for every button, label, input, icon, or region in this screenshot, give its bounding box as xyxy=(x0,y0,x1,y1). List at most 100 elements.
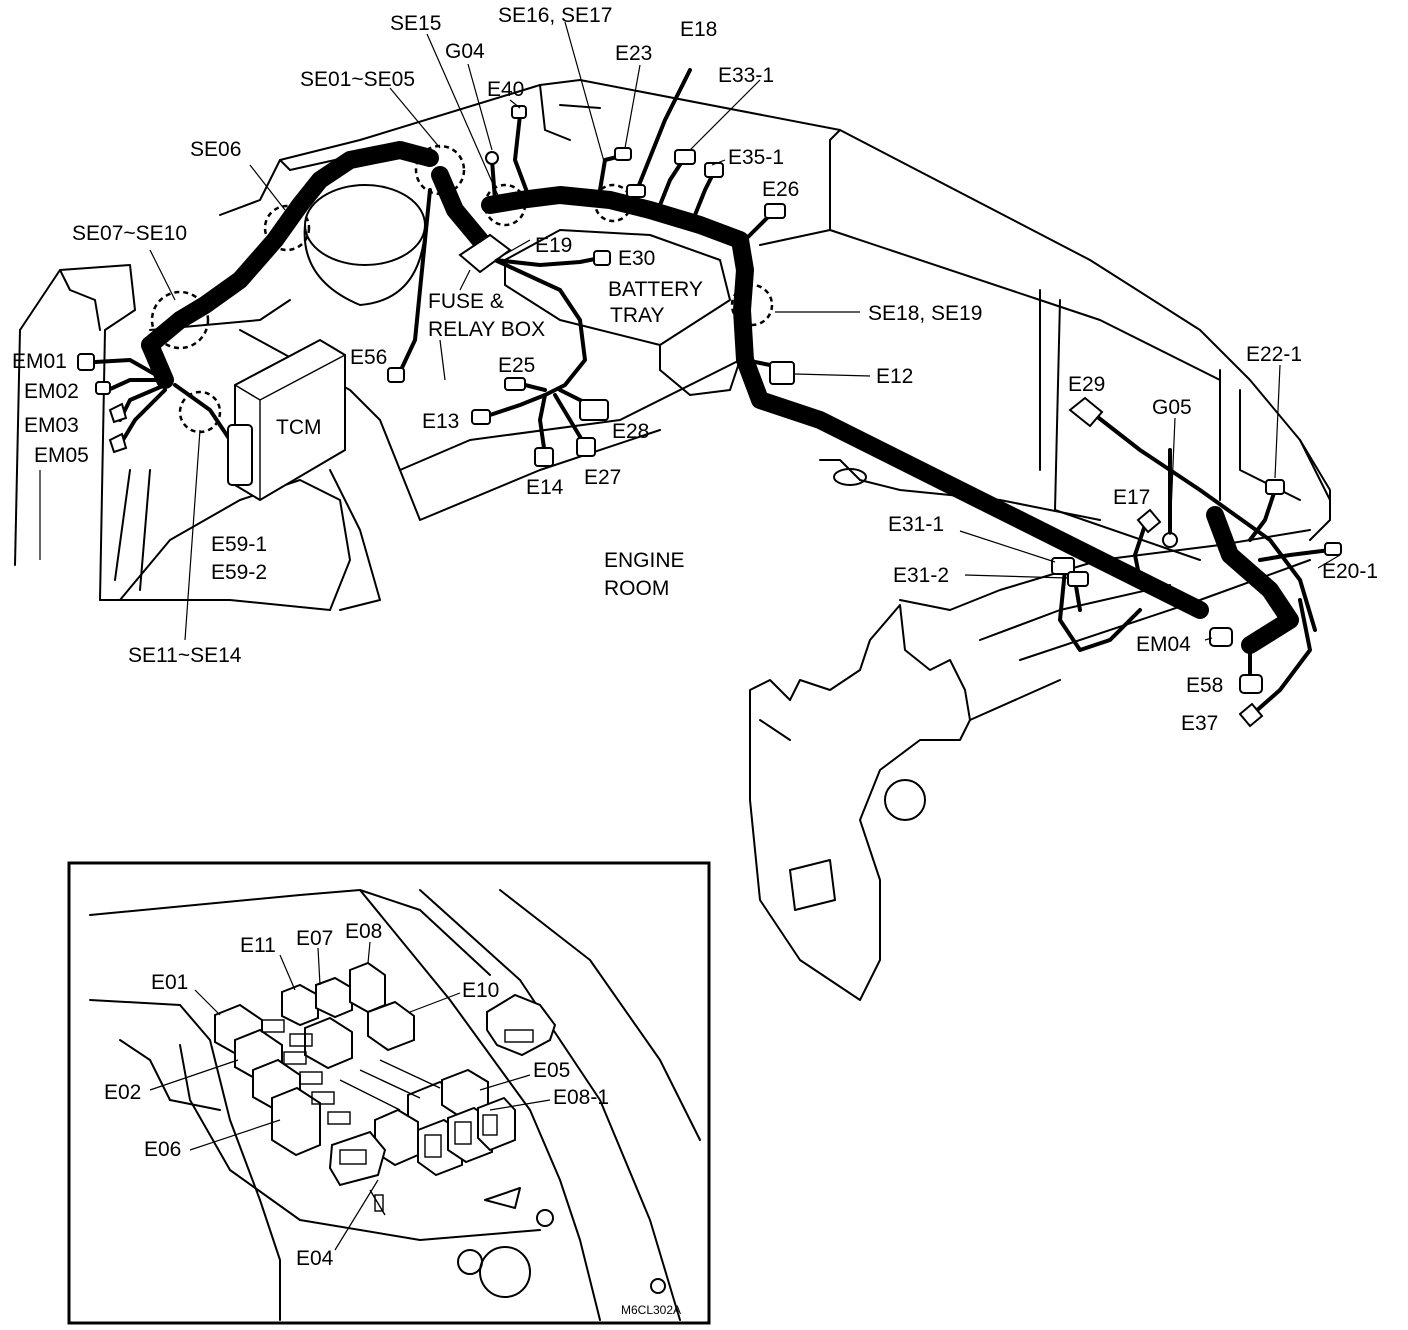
label-tcm: TCM xyxy=(276,416,322,439)
label-e20-1: E20-1 xyxy=(1322,560,1378,583)
label-em03: EM03 xyxy=(24,414,79,437)
main-harness xyxy=(141,141,1299,654)
connector-e58 xyxy=(1239,674,1263,694)
label-se16-se17: SE16, SE17 xyxy=(498,4,612,27)
label-e14: E14 xyxy=(526,476,564,499)
splice-se11-se14 xyxy=(178,390,222,434)
label-e18: E18 xyxy=(680,18,717,41)
connector-e56 xyxy=(387,367,405,383)
connector-e18 xyxy=(626,184,646,198)
label-em01: EM01 xyxy=(12,350,67,373)
splice-se16-se17 xyxy=(593,183,633,223)
label-e59-1: E59-1 xyxy=(211,533,267,556)
label-e13: E13 xyxy=(422,410,459,433)
fuse-relay-box xyxy=(458,233,512,274)
connector-e29 xyxy=(1068,396,1104,428)
connector-e22-1 xyxy=(1265,479,1285,495)
splice-se15 xyxy=(483,183,527,227)
label-e29: E29 xyxy=(1068,373,1105,396)
connector-em05 xyxy=(108,432,128,454)
label-g05: G05 xyxy=(1152,396,1192,419)
connector-e27 xyxy=(576,437,596,457)
connector-e17 xyxy=(1136,508,1162,534)
connector-e12 xyxy=(769,361,795,385)
label-e56: E56 xyxy=(350,346,387,369)
connector-e31-1 xyxy=(1051,557,1075,575)
connector-e30 xyxy=(593,250,611,266)
inset-label-e08-1: E08-1 xyxy=(553,1086,609,1109)
inset-label-e11: E11 xyxy=(240,934,276,957)
connector-em03 xyxy=(108,402,128,424)
connector-g05 xyxy=(1162,532,1178,548)
label-se11-se14: SE11~SE14 xyxy=(128,644,242,667)
relay-box-inset: E11 E07 E08 E01 E10 E05 E02 E08-1 E06 E0… xyxy=(67,861,711,1325)
relay-block-group xyxy=(214,961,666,1298)
connector-e14 xyxy=(534,447,554,467)
connector-e31-2 xyxy=(1067,571,1089,587)
inset-label-e08: E08 xyxy=(345,920,382,943)
inset-label-e10: E10 xyxy=(462,979,499,1002)
inset-label-e05: E05 xyxy=(533,1059,570,1082)
label-relay-box: RELAY BOX xyxy=(428,318,545,341)
label-tray: TRAY xyxy=(610,304,664,327)
label-e31-1: E31-1 xyxy=(888,513,944,536)
connector-em01 xyxy=(77,353,95,371)
connector-em04 xyxy=(1209,627,1233,647)
connector-em02 xyxy=(95,381,111,395)
label-e28: E28 xyxy=(612,420,649,443)
label-battery: BATTERY xyxy=(608,278,703,301)
label-em05: EM05 xyxy=(34,444,89,467)
label-g04: G04 xyxy=(445,40,485,63)
splice-markers xyxy=(150,144,774,434)
label-se06: SE06 xyxy=(190,138,241,161)
label-engine: ENGINE xyxy=(604,549,685,572)
connector-e37 xyxy=(1238,702,1264,728)
label-e23: E23 xyxy=(615,42,652,65)
figure-code: M6CL302A xyxy=(621,1303,681,1317)
connector-e59 xyxy=(227,424,253,486)
label-e25: E25 xyxy=(498,354,535,377)
main-labels: SE15 SE16, SE17 E18 G04 E23 SE01~SE05 E4… xyxy=(12,4,1378,735)
connector-e13 xyxy=(471,409,491,425)
label-e58: E58 xyxy=(1186,674,1223,697)
connector-e23 xyxy=(614,147,632,161)
label-e12: E12 xyxy=(876,365,913,388)
splice-se06 xyxy=(263,204,311,252)
label-e22-1: E22-1 xyxy=(1246,343,1302,366)
label-se15: SE15 xyxy=(390,12,441,35)
inset-label-e04: E04 xyxy=(296,1247,334,1270)
connector-e20-1 xyxy=(1324,542,1342,556)
label-se01-se05: SE01~SE05 xyxy=(300,68,415,91)
inset-label-e07: E07 xyxy=(296,927,333,950)
label-se18-se19: SE18, SE19 xyxy=(868,302,982,325)
splice-se07-se10 xyxy=(150,290,210,350)
label-em04: EM04 xyxy=(1136,633,1191,656)
inset-frame xyxy=(67,861,711,1325)
label-e27: E27 xyxy=(584,466,621,489)
label-e19: E19 xyxy=(535,234,572,257)
leader-lines xyxy=(39,21,1341,641)
label-e37: E37 xyxy=(1181,712,1218,735)
inset-label-e06: E06 xyxy=(144,1138,181,1161)
splice-se01-se05 xyxy=(414,144,466,196)
label-e31-2: E31-2 xyxy=(893,564,949,587)
connector-g04 xyxy=(485,151,499,165)
label-e33-1: E33-1 xyxy=(718,64,774,87)
label-e59-2: E59-2 xyxy=(211,561,267,584)
label-se07-se10: SE07~SE10 xyxy=(72,222,187,245)
connector-e40 xyxy=(511,105,527,119)
inset-label-e01: E01 xyxy=(151,971,188,994)
label-e26: E26 xyxy=(762,178,799,201)
components xyxy=(77,105,1342,728)
connector-e35-1 xyxy=(704,162,724,178)
label-room: ROOM xyxy=(604,577,669,600)
label-e35-1: E35-1 xyxy=(728,146,784,169)
connector-e25 xyxy=(504,377,526,391)
inset-label-e02: E02 xyxy=(104,1081,141,1104)
label-fuse: FUSE & xyxy=(428,290,504,313)
label-e30: E30 xyxy=(618,247,655,270)
label-e17: E17 xyxy=(1113,486,1150,509)
connector-e33-1 xyxy=(674,149,696,165)
label-e40: E40 xyxy=(487,78,524,101)
